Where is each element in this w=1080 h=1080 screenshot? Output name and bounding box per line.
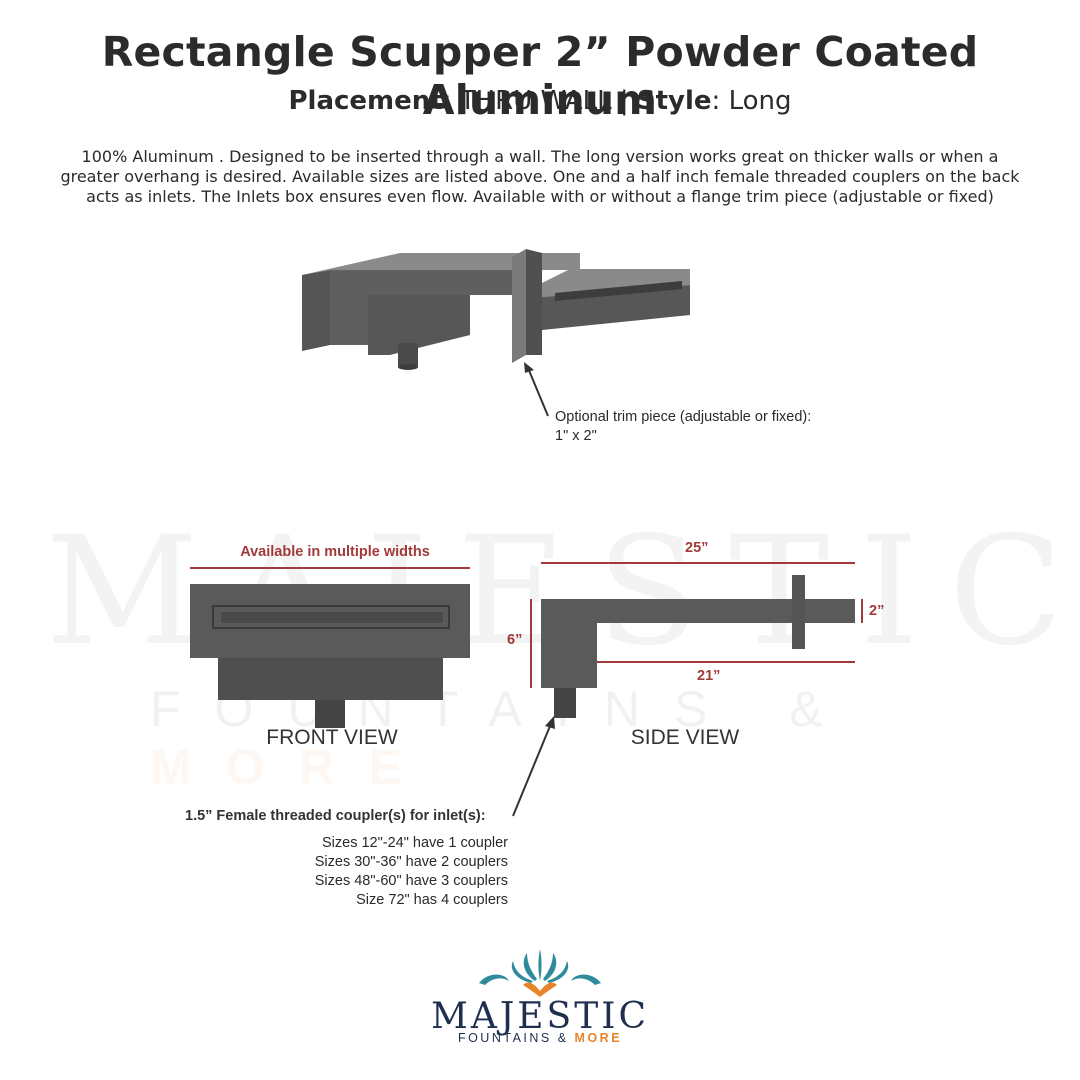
logo-tagline: FOUNTAINS & MORE (457, 1031, 623, 1045)
coupler-line: Sizes 30"-36" have 2 couplers (314, 854, 508, 870)
dim-spout: 21” (697, 668, 721, 684)
coupler-line: Sizes 48"-60" have 3 couplers (314, 873, 508, 889)
side-view-label: SIDE VIEW (630, 726, 740, 749)
dim-thickness: 2” (869, 603, 885, 619)
coupler-note-heading: 1.5” Female threaded coupler(s) for inle… (185, 808, 486, 824)
logo-wordmark: MAJESTIC (430, 996, 649, 1037)
side-view-diagram (530, 562, 863, 718)
front-view-diagram (190, 567, 470, 728)
scupper-3d-illustration (302, 249, 690, 370)
coupler-arrow (512, 716, 555, 817)
product-description: 100% Aluminum . Designed to be inserted … (60, 147, 1020, 206)
front-view-label: FRONT VIEW (266, 726, 398, 749)
coupler-line: Size 72" has 4 couplers (356, 892, 508, 908)
dim-height: 6” (507, 632, 523, 648)
logo-fountain-icon (479, 949, 601, 997)
trim-arrow (524, 362, 549, 417)
trim-note: Optional trim piece (adjustable or fixed… (555, 409, 812, 444)
coupler-note-list: Sizes 12"-24" have 1 coupler Sizes 30"-3… (230, 834, 508, 910)
page-subtitle: Placement: THRU WALL | Style: Long (288, 86, 792, 116)
width-note: Available in multiple widths (240, 544, 430, 560)
coupler-line: Sizes 12"-24" have 1 coupler (321, 835, 508, 851)
dim-overall: 25” (685, 540, 709, 556)
page-title: Rectangle Scupper 2” Powder Coated Alumi… (101, 28, 979, 124)
